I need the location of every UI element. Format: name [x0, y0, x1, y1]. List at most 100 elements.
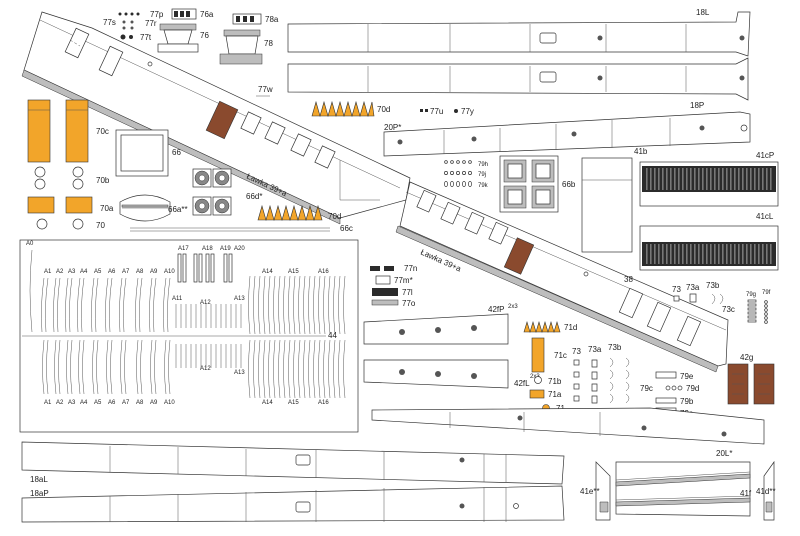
label-41d: 41d**	[756, 487, 776, 496]
piece-79j	[450, 171, 454, 175]
rib-label-top: A7	[122, 269, 130, 275]
part-41e: 41e**	[580, 461, 611, 521]
rib-short	[198, 253, 203, 283]
grille-bar	[734, 244, 736, 264]
part-73-lower: 73 73a 73b	[572, 343, 630, 404]
rib-label-bottom: A7	[122, 400, 130, 406]
piece-79k	[450, 181, 454, 187]
label-42fL: 42fL	[514, 379, 530, 388]
part-20L: 20L* 41f	[615, 449, 752, 517]
label-77y: 77y	[461, 107, 474, 116]
label-66a: 66a**	[168, 205, 188, 214]
part-42g: 42g	[727, 353, 775, 405]
rib-short	[223, 253, 228, 283]
rib-right	[288, 275, 291, 399]
rib	[77, 277, 85, 333]
rib	[66, 339, 73, 395]
grille-bar	[658, 244, 660, 264]
piece-79f	[764, 312, 768, 316]
piece-79f	[764, 320, 768, 324]
piece-73	[573, 359, 580, 366]
grille-bar	[646, 168, 648, 190]
label-42g: 42g	[740, 353, 753, 362]
part-41b: 41b	[581, 147, 648, 253]
part-79hjk: 79h 79j 79k	[444, 160, 489, 189]
label-44: 44	[328, 331, 337, 340]
grille-bar	[762, 168, 764, 190]
rib-right	[248, 275, 251, 399]
label-66: 66	[172, 148, 181, 157]
rib	[65, 277, 73, 333]
rib-label-bottom: A8	[136, 400, 144, 406]
label-42fP-sup: 2x3	[508, 304, 518, 310]
grille-bar	[766, 168, 768, 190]
piece-73b	[609, 381, 614, 392]
rib	[29, 249, 33, 333]
piece-73	[573, 383, 580, 390]
grille-bar	[746, 168, 748, 190]
label-77u: 77u	[430, 107, 443, 116]
grille-bar	[770, 244, 772, 264]
rib-right	[318, 275, 321, 399]
rib-label-top: A5	[94, 269, 102, 275]
part-18P: 18P	[287, 57, 749, 110]
label-73a-low: 73a	[588, 345, 602, 354]
rib	[42, 339, 49, 395]
piece-73a	[591, 383, 598, 392]
piece-73b	[625, 369, 630, 380]
rib-short	[193, 253, 198, 283]
piece-79f	[764, 300, 768, 304]
grille-bar	[702, 244, 704, 264]
rib-label-bottom: A1	[44, 400, 52, 406]
label-77l: 77l	[402, 288, 413, 297]
rib-short	[177, 253, 182, 283]
label-18aP: 18aP	[30, 489, 49, 498]
label-41b: 41b	[634, 147, 648, 156]
rib-label-bottom: A14	[262, 400, 273, 406]
grille-bar	[718, 168, 720, 190]
rib-label-top: A11	[172, 296, 183, 302]
grille-bar	[706, 168, 708, 190]
grille-bar	[718, 244, 720, 264]
piece-79k	[462, 181, 466, 187]
part-18L: 18L	[287, 8, 751, 57]
grille-bar	[654, 168, 656, 190]
piece-79g	[747, 299, 757, 303]
rib	[41, 277, 49, 333]
label-73a-top: 73a	[686, 283, 700, 292]
grille-bar	[662, 168, 664, 190]
part-42fP: 42fP 2x3	[363, 304, 518, 345]
rib-label-top: A2	[56, 269, 64, 275]
rib-label-top: A19	[220, 246, 231, 252]
part-18aP: 18aP	[21, 485, 565, 523]
rib-label-top: A17	[178, 246, 189, 252]
rib-right	[273, 275, 276, 399]
piece-79h	[444, 160, 448, 164]
grille-bar	[662, 244, 664, 264]
label-77w: 77w	[258, 85, 273, 94]
piece-73b	[609, 393, 614, 404]
grille-bar	[750, 168, 752, 190]
piece-79f	[764, 316, 768, 320]
label-18P: 18P	[690, 101, 704, 110]
grille-bar	[722, 168, 724, 190]
label-73-low: 73	[572, 347, 581, 356]
grille-bar	[758, 168, 760, 190]
grille-bar	[750, 244, 752, 264]
grille-bar	[686, 168, 688, 190]
grille-bar	[706, 244, 708, 264]
rib	[149, 277, 157, 333]
grille-bar	[686, 244, 688, 264]
part-77u-77y: 77u 77y	[420, 107, 474, 116]
part-41cL: 41cL	[639, 212, 779, 271]
label-79d: 79d	[686, 384, 699, 393]
grille-bar	[678, 244, 680, 264]
label-70c: 70c	[96, 127, 109, 136]
label-18aL: 18aL	[30, 475, 48, 484]
piece-79h	[450, 160, 454, 164]
rib-right	[268, 275, 271, 399]
piece-79f	[764, 308, 768, 312]
grille-bar	[710, 168, 712, 190]
label-79j: 79j	[478, 172, 486, 178]
grille-bar	[650, 168, 652, 190]
